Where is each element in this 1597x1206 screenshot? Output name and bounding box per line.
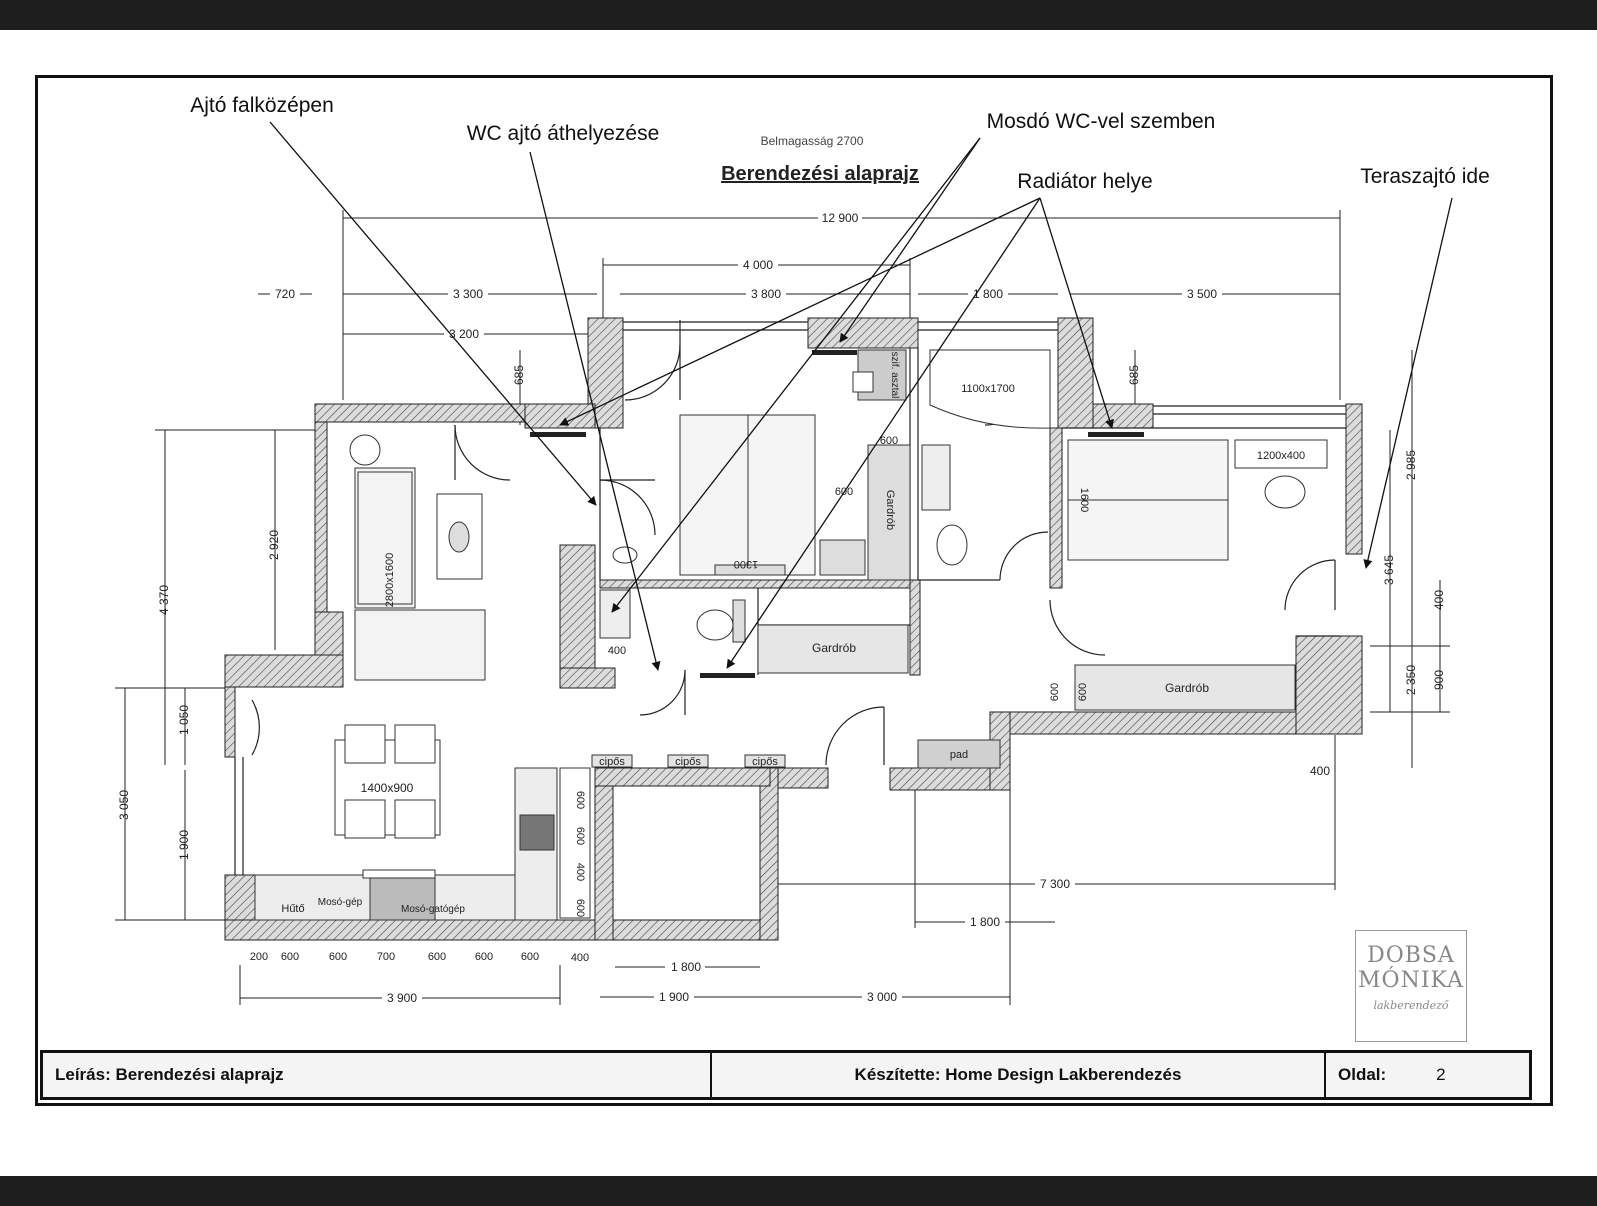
dim-3800: 3 800	[751, 287, 781, 301]
page-label: Oldal:	[1338, 1065, 1387, 1084]
bedroom-furniture	[679, 349, 911, 581]
description-cell: Leírás: Berendezési alaprajz	[43, 1053, 712, 1097]
author-text: Készítette: Home Design Lakberendezés	[854, 1065, 1182, 1084]
kitchen-dim-1: 200	[250, 951, 268, 963]
author-cell: Készítette: Home Design Lakberendezés	[712, 1053, 1326, 1097]
stamp-line-1: DOBSA	[1367, 943, 1455, 968]
designer-stamp: DOBSA MÓNIKA lakberendező	[1355, 930, 1467, 1042]
kitchen-col-4: 600	[574, 899, 586, 917]
page-cell: Oldal: 2	[1326, 1053, 1529, 1097]
shoe-rack-3: cipős	[752, 756, 778, 768]
kitchen-dim-7: 600	[521, 951, 539, 963]
walls	[224, 317, 1363, 941]
desk-shelf-label: szif. asztal	[889, 352, 900, 399]
hallway-furniture	[591, 739, 1001, 769]
dim-600-c: 600	[1049, 683, 1061, 701]
desk-size-label: 1200x400	[1257, 450, 1305, 462]
dim-3900: 3 900	[387, 991, 417, 1005]
dim-1900: 1 900	[659, 990, 689, 1004]
kitchen-dim-6: 600	[475, 951, 493, 963]
kitchen-dim-400: 400	[571, 952, 589, 964]
bathtub-size-label: 1100x1700	[961, 383, 1015, 395]
left-dimension-lines	[115, 350, 1136, 921]
dim-1800-storage: 1 800	[671, 960, 701, 974]
dishwasher-label: Mosó-gatógép	[401, 904, 465, 915]
dim-2920: 2 920	[267, 530, 281, 560]
dim-7300: 7 300	[1040, 877, 1070, 891]
right-dimension-lines	[1370, 350, 1450, 768]
dim-3300: 3 300	[453, 287, 483, 301]
dim-685-right: 685	[1127, 365, 1141, 385]
stamp-line-2: MÓNIKA	[1358, 968, 1464, 993]
annotation-terrace-door: Teraszajtó ide	[1360, 165, 1490, 188]
kitchen-dim-2: 600	[281, 951, 299, 963]
wardrobe-2-label: Gardrób	[812, 641, 856, 655]
annotation-sink: Mosdó WC-vel szemben	[987, 110, 1216, 133]
dining-table-size-label: 1400x900	[361, 781, 414, 795]
dim-4000: 4 000	[743, 258, 773, 272]
dim-1800-top: 1 800	[973, 287, 1003, 301]
kitchen-dim-4: 700	[377, 951, 395, 963]
door-swings	[251, 320, 1336, 766]
dim-400-bottom: 400	[1310, 764, 1330, 778]
bed-width-label: 1300	[734, 558, 758, 570]
title-block: Leírás: Berendezési alaprajz Készítette:…	[40, 1050, 1532, 1100]
wardrobe-3-label: Gardrób	[1165, 681, 1209, 695]
dim-600-a: 600	[880, 435, 898, 447]
dim-900-right: 900	[1432, 670, 1446, 690]
fridge-label: Hűtő	[281, 903, 304, 915]
dim-1800-corridor: 1 800	[970, 915, 1000, 929]
description-text: Leírás: Berendezési alaprajz	[55, 1065, 284, 1084]
living-room-furniture	[334, 434, 486, 839]
dim-720: 720	[275, 287, 295, 301]
dim-2985: 2 985	[1404, 450, 1418, 480]
annotation-radiator: Radiátor helye	[1017, 170, 1152, 193]
kitchen-dim-5: 600	[428, 951, 446, 963]
dim-4370: 4 370	[157, 585, 171, 615]
kitchen-dim-3: 600	[329, 951, 347, 963]
dim-total-width: 12 900	[822, 211, 859, 225]
plan-title: Berendezési alaprajz	[721, 163, 919, 185]
kitchen-col-2: 600	[574, 827, 586, 845]
sofa-size-label: 2800x1600	[384, 553, 396, 607]
bedroom-wardrobe-label: Gardrób	[884, 490, 896, 530]
bottom-dark-bar	[0, 1176, 1597, 1206]
bench-label: pad	[950, 749, 968, 761]
dim-1900-vert: 1 900	[177, 830, 191, 860]
wardrobes	[757, 624, 1296, 711]
dim-400-right: 400	[1432, 590, 1446, 610]
dim-3050: 3 050	[117, 790, 131, 820]
dim-3000: 3 000	[867, 990, 897, 1004]
wc-width-label: 400	[608, 645, 626, 657]
shoe-rack-2: cipős	[675, 756, 701, 768]
dim-2350: 2 350	[1404, 665, 1418, 695]
top-dark-bar	[0, 0, 1597, 30]
annotation-door-center: Ajtó falközépen	[190, 94, 334, 117]
ceiling-height: Belmagasság 2700	[761, 134, 864, 148]
dim-600-d: 600	[1077, 683, 1089, 701]
bed-2-width-label: 1600	[1078, 488, 1090, 512]
dim-685-left: 685	[512, 365, 526, 385]
dim-1050: 1 050	[177, 705, 191, 735]
bedroom-2-furniture	[1067, 439, 1328, 561]
annotation-arrows	[269, 121, 1453, 671]
kitchen-counter	[254, 767, 591, 921]
dim-3500: 3 500	[1187, 287, 1217, 301]
dim-3645: 3 645	[1382, 555, 1396, 585]
stamp-line-3: lakberendező	[1373, 999, 1449, 1012]
shoe-rack-1: cipős	[599, 756, 625, 768]
dim-3200: 3 200	[449, 327, 479, 341]
kitchen-col-3: 400	[574, 863, 586, 881]
annotation-wc-door: WC ajtó áthelyezése	[467, 122, 660, 145]
washer-label: Mosó-gép	[318, 897, 363, 908]
kitchen-col-1: 600	[574, 791, 586, 809]
page-number: 2	[1436, 1065, 1446, 1084]
radiators	[530, 350, 1144, 678]
